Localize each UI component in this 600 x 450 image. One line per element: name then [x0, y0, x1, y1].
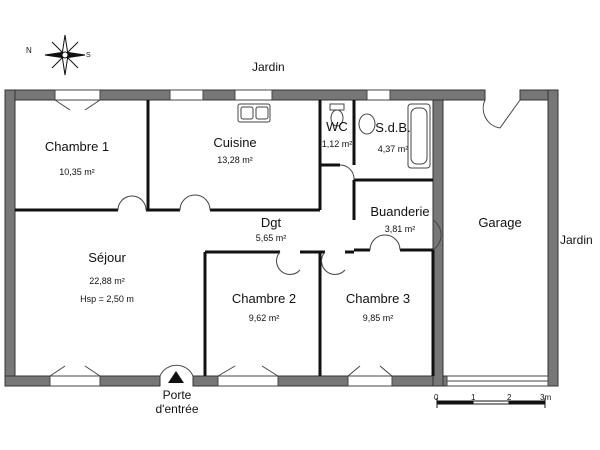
compass-south-label: S	[86, 52, 91, 59]
toilet-icon	[329, 103, 345, 127]
scale-tick-label: 1	[471, 393, 476, 402]
room-name: Chambre 2	[231, 291, 297, 306]
room-area: 1,12 m²	[321, 138, 353, 149]
room-area: 3,81 m²	[384, 223, 416, 234]
room-dgt: Dgt 5,65 m²	[244, 215, 298, 243]
entrance-label: Porte d'entrée	[150, 388, 204, 417]
entrance-arrow-icon	[168, 371, 184, 383]
scale-tick-label: 2	[507, 393, 512, 402]
room-area: 9,85 m²	[362, 312, 394, 323]
room-name: Garage	[478, 215, 522, 230]
scale-tick-label: 0	[434, 393, 439, 402]
room-sejour: Séjour 22,88 m² Hsp = 2,50 m	[62, 250, 152, 305]
scale-tick-label: 3m	[540, 393, 552, 402]
door-swings	[49, 99, 521, 377]
room-area: 13,28 m²	[217, 154, 253, 165]
room-chambre1: Chambre 1 10,35 m²	[30, 139, 124, 177]
exterior-walls	[4, 89, 559, 387]
kitchen-sink-icon	[237, 103, 271, 123]
compass-north-label: N	[26, 46, 32, 55]
room-name: S.d.B.	[375, 120, 411, 135]
room-buanderie: Buanderie 3,81 m²	[364, 204, 436, 234]
room-cuisine: Cuisine 13,28 m²	[192, 135, 278, 165]
room-ceiling-height: Hsp = 2,50 m	[80, 294, 134, 305]
compass-rose-icon	[44, 34, 86, 76]
room-chambre2: Chambre 2 9,62 m²	[220, 291, 308, 323]
room-area: 5,65 m²	[255, 232, 287, 243]
room-name: Séjour	[88, 250, 126, 265]
room-chambre3: Chambre 3 9,85 m²	[334, 291, 422, 323]
room-sdb: S.d.B. 4,37 m²	[366, 120, 420, 154]
room-name: Dgt	[260, 215, 282, 230]
entrance-label-line1: Porte	[162, 388, 192, 402]
room-name: Chambre 3	[345, 291, 411, 306]
entrance-label-line2: d'entrée	[155, 401, 199, 416]
room-name: WC	[326, 119, 348, 134]
room-name: Cuisine	[213, 135, 257, 150]
room-name: Chambre 1	[44, 139, 110, 154]
room-garage: Garage	[468, 215, 532, 231]
room-area: 9,62 m²	[248, 312, 280, 323]
scale-bar	[436, 398, 546, 408]
interior-walls	[15, 100, 435, 376]
bathroom-fixtures-icon	[358, 103, 431, 169]
room-area: 22,88 m²	[89, 275, 125, 286]
room-name: Buanderie	[370, 204, 430, 219]
room-area: 10,35 m²	[59, 166, 95, 177]
windows	[49, 89, 549, 387]
room-wc: WC 1,12 m²	[321, 119, 353, 149]
room-area: 4,37 m²	[377, 143, 409, 154]
garden-right-label: Jardin	[560, 233, 593, 247]
garden-top-label: Jardin	[252, 60, 285, 74]
